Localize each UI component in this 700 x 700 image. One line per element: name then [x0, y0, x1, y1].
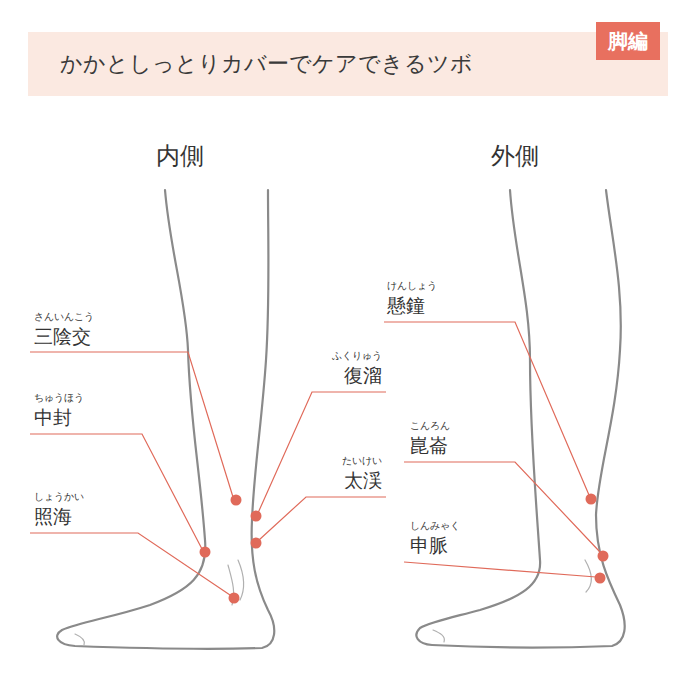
- point-name: 崑崙: [410, 434, 448, 457]
- leg-outline: [57, 190, 625, 649]
- furigana: しんみゃく: [410, 520, 460, 532]
- furigana: しょうかい: [34, 491, 84, 503]
- furigana: けんしょう: [387, 280, 437, 292]
- furigana: さんいんこう: [34, 311, 94, 323]
- furigana: たいけい: [342, 455, 382, 467]
- point-name: 中封: [34, 406, 72, 429]
- furigana: ふくりゅう: [332, 350, 382, 362]
- point-name: 懸鐘: [387, 294, 425, 317]
- tag-text: 脚編: [608, 29, 648, 53]
- leader-line: [30, 322, 600, 595]
- point-name: 復溜: [344, 364, 382, 387]
- page-title: かかとしっとりカバーでケアできるツボ: [60, 51, 473, 77]
- title-band: [28, 32, 668, 96]
- side-heading: 外側: [491, 142, 539, 171]
- acupoint-dot: [200, 494, 609, 604]
- point-name: 太渓: [344, 469, 382, 492]
- point-name: 三陰交: [34, 325, 91, 348]
- furigana: ちゅうほう: [34, 392, 84, 404]
- side-heading: 内側: [156, 142, 204, 171]
- point-name: 照海: [34, 505, 72, 528]
- tag-box: 脚編: [596, 22, 660, 60]
- furigana: こんろん: [410, 420, 450, 432]
- point-name: 申脈: [410, 534, 448, 557]
